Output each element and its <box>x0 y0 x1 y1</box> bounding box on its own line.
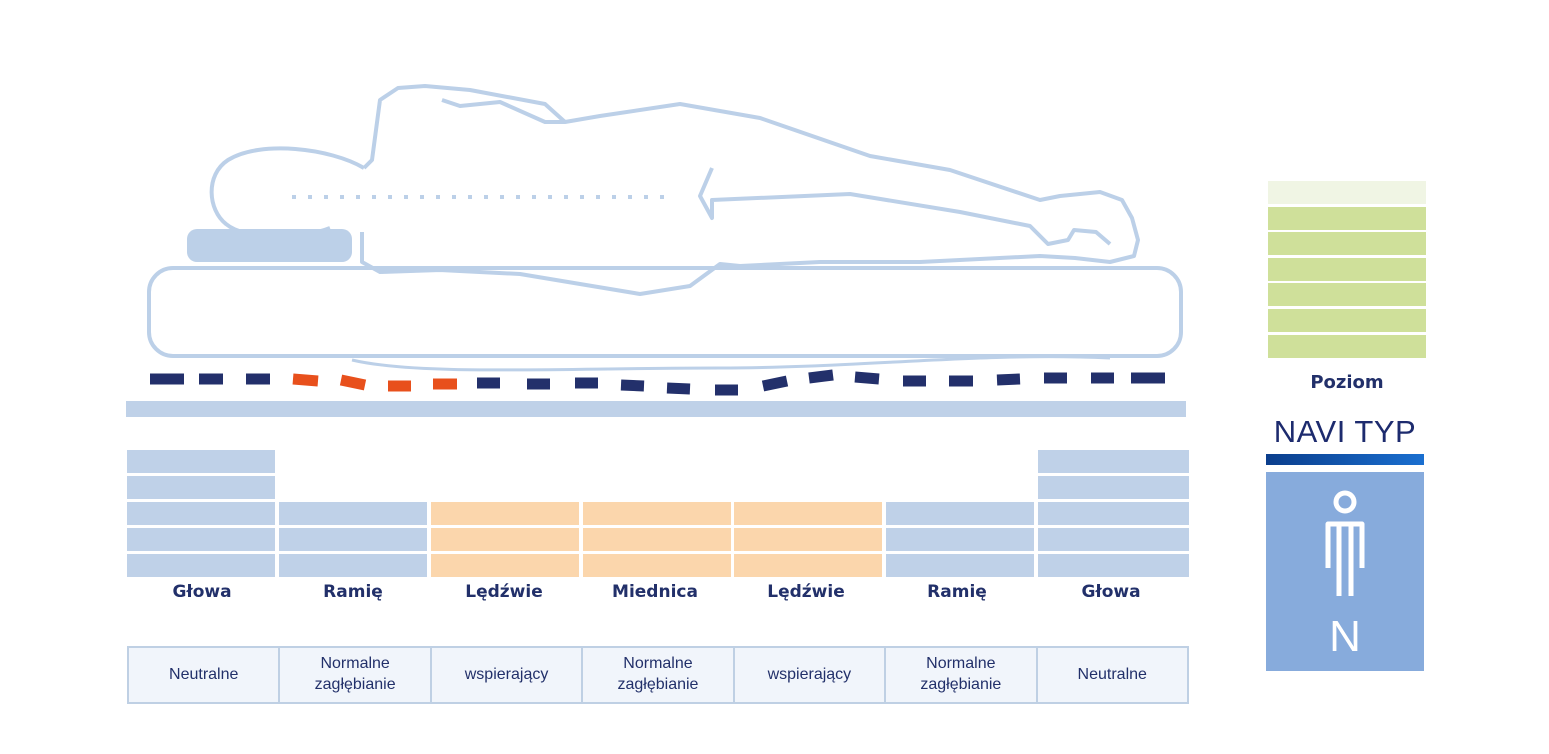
legend-level-bar <box>1268 334 1426 358</box>
zone-segment <box>431 502 579 525</box>
zone-segment <box>279 528 427 551</box>
sleeper-hand <box>698 167 1112 246</box>
support-cell-7: Neutralne <box>1077 665 1147 683</box>
zone-segment <box>886 502 1034 525</box>
navi-underline <box>1266 454 1424 465</box>
mattress <box>147 266 1183 358</box>
zone-label-2: Ramię <box>323 582 383 602</box>
zone-segment <box>279 502 427 525</box>
sleeper-head <box>209 146 366 239</box>
zone-segment <box>127 450 275 473</box>
zone-label-5: Lędźwie <box>767 582 845 602</box>
zone-segment <box>583 502 731 525</box>
pillow <box>187 229 352 262</box>
zone-segment <box>127 476 275 499</box>
zone-label-7: Głowa <box>1081 582 1141 602</box>
level-label: Poziom <box>1310 372 1384 393</box>
zone-segment <box>279 554 427 577</box>
sleeper-arm <box>441 98 565 124</box>
spring-dashes <box>150 369 1165 396</box>
zone-segment <box>1038 554 1189 577</box>
zone-segment <box>886 554 1034 577</box>
zone-segment <box>734 554 882 577</box>
zone-segment <box>583 528 731 551</box>
support-cell-4: Normalne zagłębianie <box>583 648 735 702</box>
legend-level-bar <box>1268 206 1426 230</box>
zone-label-6: Ramię <box>927 582 987 602</box>
legend-level-bar <box>1268 181 1426 204</box>
support-cell-5: wspierający <box>735 648 887 702</box>
support-table: Neutralne Normalne zagłębianie wspierają… <box>127 646 1189 704</box>
zone-segment <box>431 528 579 551</box>
sleeper-body <box>360 84 1140 296</box>
body-imprint <box>351 355 1111 372</box>
legend-level-bar <box>1268 283 1426 307</box>
navi-letter: N <box>1329 612 1361 661</box>
base-plate <box>126 401 1186 417</box>
zone-segment <box>1038 528 1189 551</box>
zone-segment <box>1038 450 1189 473</box>
zone-segment <box>1038 476 1189 499</box>
navi-title: NAVI TYP <box>1273 414 1417 449</box>
zone-segment <box>734 502 882 525</box>
legend-level-bar <box>1268 232 1426 256</box>
legend-level-bar <box>1268 309 1426 332</box>
support-cell-1: Neutralne <box>129 648 281 702</box>
legend-level-bar <box>1268 257 1426 281</box>
zone-segment <box>127 528 275 551</box>
support-cell-2: Normalne zagłębianie <box>280 648 432 702</box>
zone-label-4: Miednica <box>612 582 698 602</box>
support-cell-6: Normalne zagłębianie <box>886 648 1038 702</box>
zone-label-1: Głowa <box>172 582 232 602</box>
zone-segment <box>1038 502 1189 525</box>
zone-segment <box>583 554 731 577</box>
zone-segment <box>431 554 579 577</box>
zone-segment <box>886 528 1034 551</box>
navi-box: N <box>1266 472 1424 671</box>
person-icon <box>1325 490 1365 596</box>
support-cell-3: wspierający <box>432 648 584 702</box>
zone-label-3: Lędźwie <box>465 582 543 602</box>
zone-segment <box>127 554 275 577</box>
zone-segment <box>127 502 275 525</box>
zone-segment <box>734 528 882 551</box>
